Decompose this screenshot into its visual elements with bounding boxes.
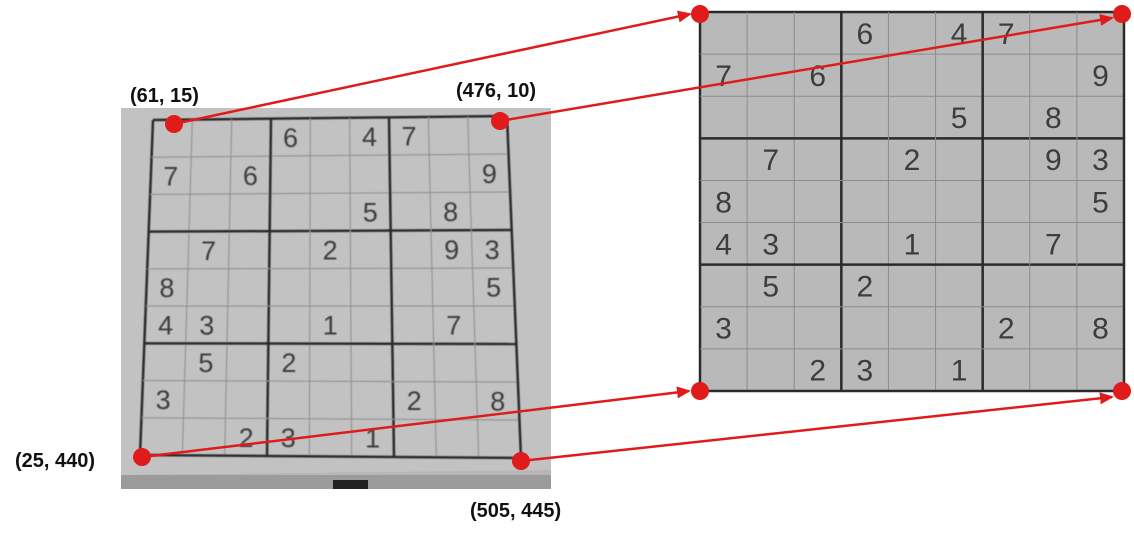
source-vline — [265, 118, 273, 457]
source-vline — [467, 116, 480, 458]
source-digit: 3 — [199, 310, 214, 340]
label-top-left: (61, 15) — [130, 85, 199, 107]
warped-digit: 5 — [951, 102, 968, 135]
warped-digit: 7 — [715, 60, 732, 93]
warped-digit: 8 — [1045, 102, 1062, 135]
warped-digit: 2 — [904, 144, 921, 177]
warped-digit: 8 — [1092, 313, 1109, 346]
warped-digit: 2 — [857, 271, 874, 304]
source-digit: 1 — [365, 424, 380, 454]
source-digit: 7 — [446, 311, 461, 341]
target-point-top-right — [1113, 5, 1131, 23]
warped-digit: 8 — [715, 186, 732, 219]
label-bottom-right: (505, 445) — [470, 500, 561, 522]
source-digit: 4 — [362, 122, 377, 152]
target-point-top-left — [691, 5, 709, 23]
source-point-bottom-left — [133, 448, 151, 466]
source-vline — [427, 116, 437, 458]
arrow-bottom-right — [520, 392, 1114, 463]
source-hline — [144, 342, 517, 346]
warped-digit: 6 — [809, 60, 826, 93]
photo-paper-edge — [121, 108, 551, 475]
source-digit: 5 — [486, 273, 501, 303]
source-hline — [148, 228, 512, 233]
warped-digit: 7 — [762, 144, 779, 177]
source-digit: 7 — [402, 122, 417, 152]
source-hline — [139, 453, 522, 460]
warped-digit: 2 — [998, 313, 1015, 346]
source-point-bottom-right — [512, 452, 530, 470]
target-point-bottom-right — [1113, 382, 1131, 400]
source-digit: 6 — [243, 161, 258, 191]
warped-digit: 3 — [762, 228, 779, 261]
warped-digit: 3 — [857, 355, 874, 388]
warped-digit: 9 — [1092, 60, 1109, 93]
source-digit: 3 — [156, 385, 171, 415]
target-point-bottom-left — [691, 382, 709, 400]
source-vline — [387, 117, 396, 458]
source-hline — [150, 191, 511, 195]
source-point-top-left — [165, 115, 183, 133]
source-digit: 8 — [490, 387, 505, 417]
source-digit: 5 — [198, 348, 213, 378]
warped-digit: 1 — [904, 228, 921, 261]
warped-background — [700, 12, 1124, 391]
source-hline — [147, 267, 514, 270]
source-digit: 9 — [482, 159, 497, 189]
warped-digit: 5 — [762, 271, 779, 304]
label-bottom-left: (25, 440) — [15, 450, 95, 472]
warped-digit: 4 — [715, 228, 732, 261]
arrow-top-right — [499, 14, 1114, 123]
arrow-bottom-left — [141, 386, 691, 459]
warped-digit: 1 — [951, 355, 968, 388]
source-vline — [138, 119, 155, 456]
source-hline — [152, 114, 508, 122]
warped-digit: 7 — [1045, 228, 1062, 261]
corner-points — [133, 5, 1131, 470]
source-digit: 7 — [163, 161, 178, 191]
source-hline — [142, 380, 518, 383]
warped-digit: 6 — [857, 18, 874, 51]
source-digit: 9 — [444, 235, 459, 265]
coordinate-labels: (61, 15) (476, 10) (25, 440) (505, 445) — [15, 80, 561, 522]
source-vline — [224, 119, 233, 456]
source-vline — [505, 115, 523, 459]
label-top-right: (476, 10) — [456, 80, 536, 102]
warped-digit: 7 — [998, 18, 1015, 51]
source-hline — [151, 153, 509, 158]
warped-digit: 3 — [1092, 144, 1109, 177]
source-digit: 2 — [407, 386, 422, 416]
source-digit: 3 — [485, 235, 500, 265]
warped-digit: 5 — [1092, 186, 1109, 219]
source-digit: 1 — [323, 311, 338, 341]
source-digit: 2 — [281, 348, 296, 378]
source-digit: 7 — [201, 236, 216, 266]
correspondence-arrows — [141, 10, 1114, 463]
source-vline — [308, 118, 311, 457]
source-digit: 6 — [283, 123, 298, 153]
source-digit: 8 — [443, 197, 458, 227]
photo-dark-mark — [333, 480, 368, 489]
source-digit: 4 — [158, 310, 173, 340]
arrow-top-left — [173, 10, 692, 126]
source-vline — [181, 119, 193, 456]
source-point-top-right — [491, 112, 509, 130]
source-vline — [349, 117, 353, 457]
source-digit: 8 — [159, 273, 174, 303]
warped-digit: 2 — [809, 355, 826, 388]
warped-digit: 3 — [715, 313, 732, 346]
source-digit: 2 — [239, 423, 254, 453]
source-digit: 5 — [363, 198, 378, 228]
source-digit: 2 — [323, 235, 338, 265]
warped-digit: 9 — [1045, 144, 1062, 177]
